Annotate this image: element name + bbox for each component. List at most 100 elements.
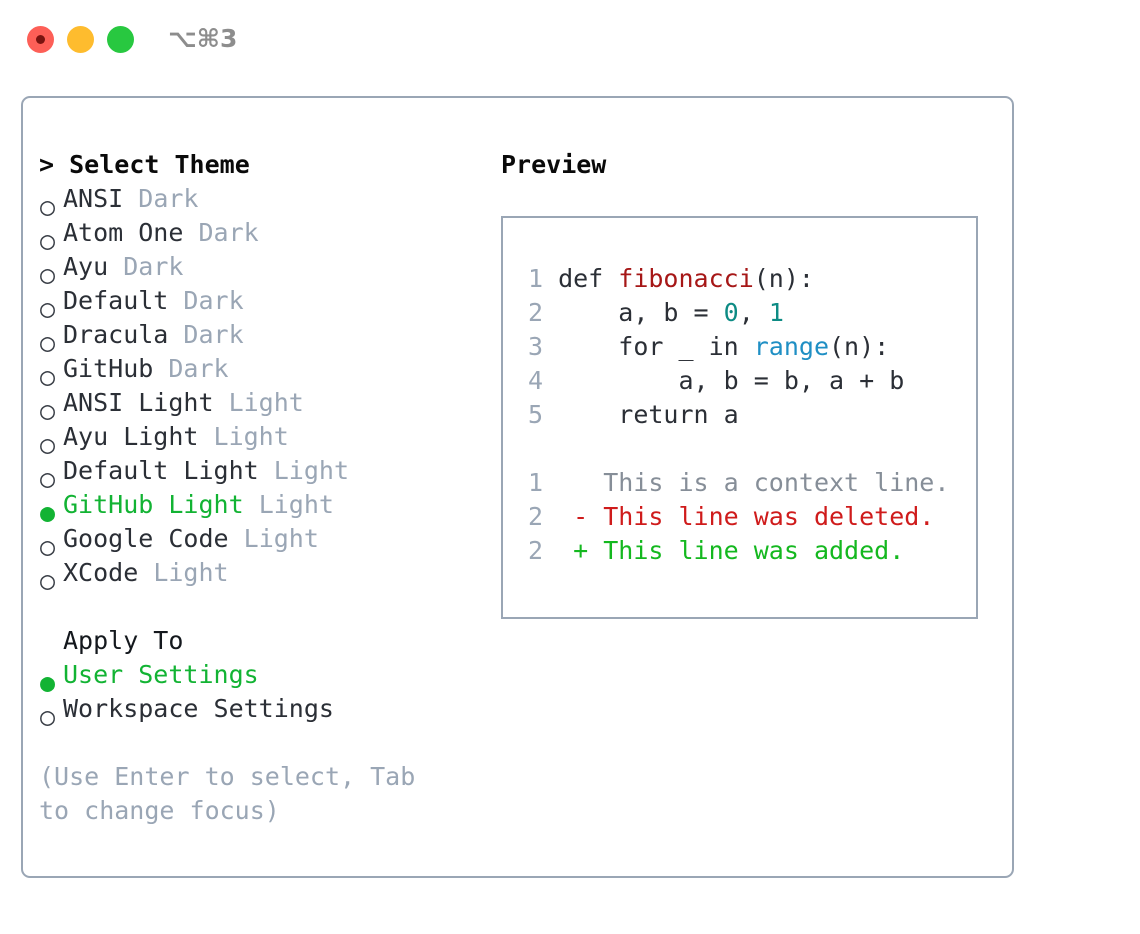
theme-name: Ayu Light [63, 422, 199, 451]
theme-kind-badge: Dark [183, 286, 244, 315]
gutter-space [543, 468, 573, 497]
theme-list-item[interactable]: ●GitHub Light Light [40, 488, 334, 527]
theme-kind-badge: Dark [168, 354, 229, 383]
gutter-space [543, 536, 573, 565]
line-number: 2 [527, 536, 543, 565]
gutter-space [543, 264, 558, 293]
apply-to-option[interactable]: ○Workspace Settings [40, 694, 334, 731]
keyboard-hint: (Use Enter to select, Tab to change focu… [39, 762, 431, 825]
gutter-space [543, 298, 558, 327]
spacer [214, 386, 229, 420]
theme-kind-badge: Dark [183, 320, 244, 349]
preview-column: Preview 1 def fibonacci(n):2 a, b = 0, 1… [501, 148, 1001, 619]
diff-line: 2 - This line was deleted. [517, 500, 949, 534]
code-token: for _ in [558, 332, 754, 361]
theme-list-item[interactable]: ○ANSI Light Light [40, 386, 304, 425]
theme-name: Google Code [63, 524, 229, 553]
theme-list-item[interactable]: ○XCode Light [40, 558, 229, 595]
code-token: 0 [723, 298, 739, 327]
theme-kind-badge: Light [243, 524, 319, 553]
theme-kind-badge: Light [213, 422, 289, 451]
code-line: 1 def fibonacci(n): [517, 262, 949, 296]
theme-list-item[interactable]: ○ANSI Dark [40, 182, 199, 221]
preview-title: Preview [501, 150, 607, 179]
apply-to-section: Apply To ●User Settings○Workspace Settin… [39, 624, 499, 731]
code-diff-separator [517, 432, 949, 466]
line-number: 1 [527, 264, 543, 293]
theme-name: ANSI Light [63, 388, 214, 417]
apply-to-option[interactable]: ●User Settings [40, 660, 259, 697]
spacer [123, 182, 138, 216]
code-line: 5 return a [517, 398, 949, 432]
code-token: a, b = [558, 298, 724, 327]
theme-list-item[interactable]: ○Default Light Light [40, 454, 349, 493]
code-token: range [753, 332, 829, 361]
code-token: 1 [768, 298, 784, 327]
theme-name: Atom One [63, 218, 184, 247]
code-token: fibonacci [618, 264, 754, 293]
page-title: > Select Theme [39, 148, 499, 182]
theme-kind-badge: Light [153, 558, 229, 587]
spacer [244, 488, 259, 522]
spacer [259, 454, 274, 488]
page-title-text: Select Theme [69, 150, 250, 179]
spacer [168, 284, 183, 318]
apply-to-option-label: Workspace Settings [63, 694, 334, 723]
spacer [168, 318, 183, 352]
spacer [229, 522, 244, 556]
gutter-space [543, 366, 558, 395]
theme-name: Dracula [63, 320, 169, 349]
theme-name: Default Light [63, 456, 259, 485]
theme-list-item[interactable]: ○Dracula Dark [40, 318, 244, 357]
theme-kind-badge: Dark [123, 252, 184, 281]
line-number: 2 [527, 298, 543, 327]
title-bar: ⌥⌘3 [0, 0, 1140, 78]
spacer [153, 352, 168, 386]
line-number: 5 [527, 400, 543, 429]
theme-list-item[interactable]: ○GitHub Dark [40, 352, 229, 391]
line-number: 3 [527, 332, 543, 361]
theme-name: GitHub Light [63, 490, 244, 519]
line-number: 2 [527, 502, 543, 531]
theme-list-item[interactable]: ○Ayu Light Light [40, 420, 289, 459]
minimize-button-icon[interactable] [67, 26, 94, 53]
window-controls [27, 26, 134, 53]
theme-name: Default [63, 286, 169, 315]
theme-name: Ayu [63, 252, 109, 281]
code-token: (n): [829, 332, 890, 361]
theme-list-item[interactable]: ○Default Dark [40, 284, 244, 323]
theme-name: GitHub [63, 354, 154, 383]
theme-list-item[interactable]: ○Atom One Dark [40, 216, 259, 255]
line-number: 1 [527, 468, 543, 497]
zoom-button-icon[interactable] [107, 26, 134, 53]
theme-name: XCode [63, 558, 139, 587]
code-token: a, b = b, a + b [558, 366, 905, 395]
theme-kind-badge: Dark [138, 184, 199, 213]
spacer [198, 420, 213, 454]
code-token: return a [558, 400, 739, 429]
theme-selection-column: > Select Theme ○ANSI Dark○Atom One Dark○… [39, 148, 499, 828]
theme-kind-badge: Light [258, 490, 334, 519]
apply-to-options[interactable]: ●User Settings○Workspace Settings [39, 658, 499, 731]
spacer [108, 250, 123, 284]
theme-list-item[interactable]: ○Ayu Dark [40, 250, 184, 289]
code-line: 2 a, b = 0, 1 [517, 296, 949, 330]
diff-text: This line was deleted. [588, 502, 935, 531]
gutter-space [543, 502, 573, 531]
close-button-icon[interactable] [27, 26, 54, 53]
spacer [183, 216, 198, 250]
prompt-caret-icon: > [39, 150, 55, 179]
theme-kind-badge: Dark [198, 218, 259, 247]
theme-name: ANSI [63, 184, 124, 213]
theme-kind-badge: Light [228, 388, 304, 417]
diff-text: This is a context line. [588, 468, 950, 497]
theme-list[interactable]: ○ANSI Dark○Atom One Dark○Ayu Dark○Defaul… [39, 182, 499, 595]
line-number: 4 [527, 366, 543, 395]
theme-list-item[interactable]: ○Google Code Light [40, 522, 319, 561]
diff-marker: - [573, 502, 589, 531]
diff-line: 2 + This line was added. [517, 534, 949, 568]
code-token: , [738, 298, 769, 327]
